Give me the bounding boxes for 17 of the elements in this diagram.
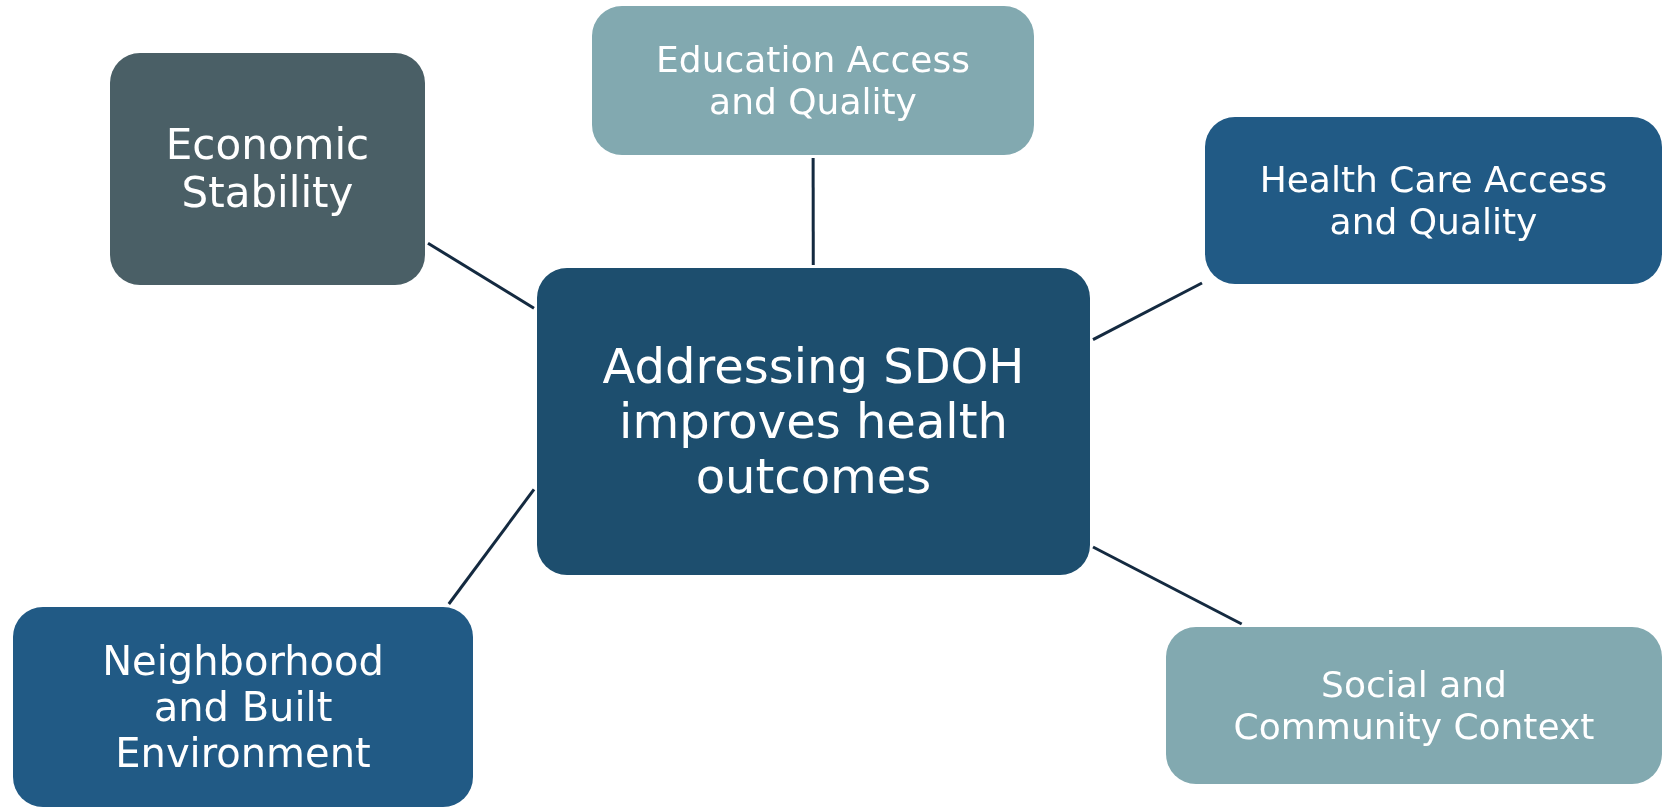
topic-label: Addressing SDOH improves health outcomes (601, 338, 1026, 505)
topic-box (1166, 627, 1662, 784)
connector-line (427, 241, 535, 310)
topic-box (13, 607, 473, 807)
connector-line (447, 488, 536, 605)
topic-label: Health Care Access and Quality (1258, 159, 1609, 242)
topic-box (1205, 117, 1662, 284)
topic-label: Social and Community Context (1232, 664, 1596, 747)
topic-label: Neighborhood and Built Environment (101, 638, 385, 776)
topic-label: Education Access and Quality (655, 39, 971, 122)
connector-line (1092, 281, 1203, 341)
topic-box (592, 6, 1034, 155)
connector-line (811, 158, 815, 265)
topic-box (110, 53, 425, 285)
connector-line (1092, 545, 1243, 626)
topic-label: Economic Stability (164, 120, 371, 218)
central-topic-box (537, 268, 1090, 575)
